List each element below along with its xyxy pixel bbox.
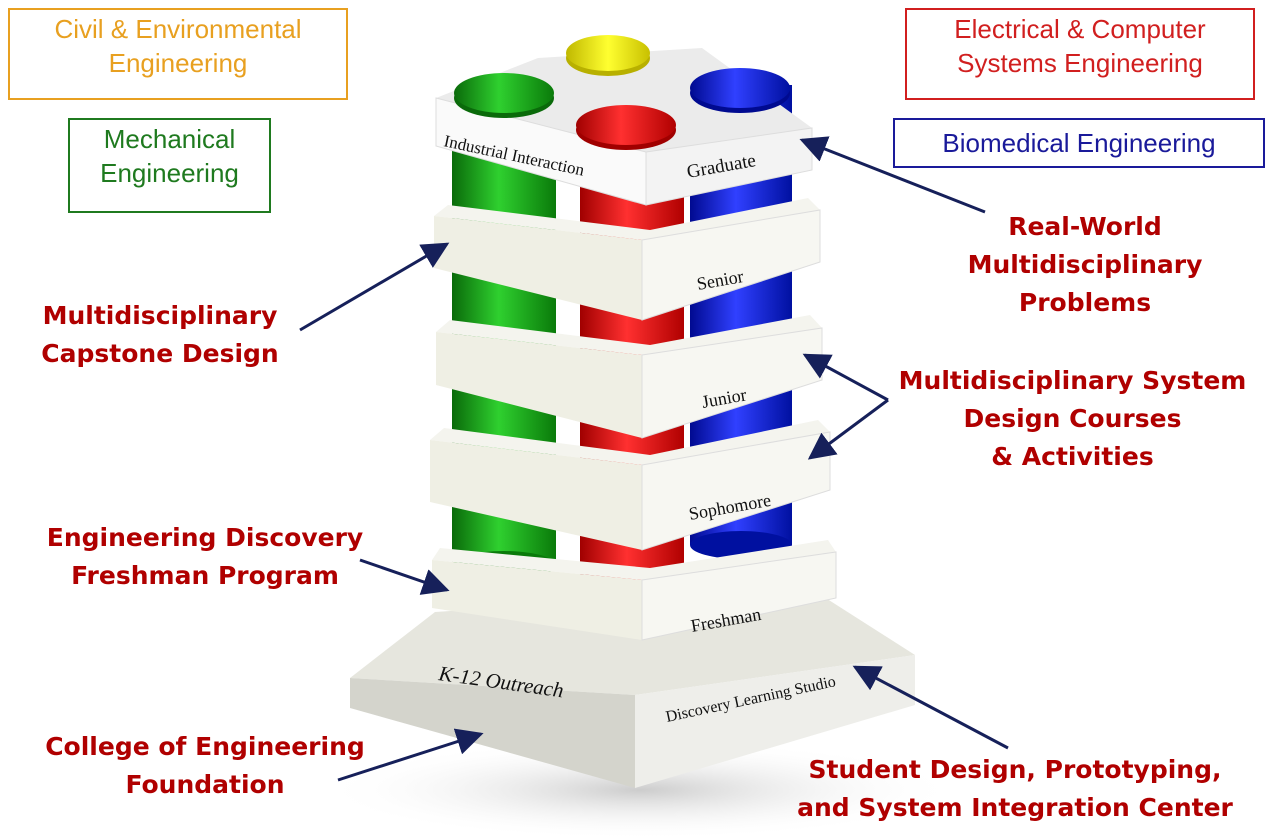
electrical-engineering-box: Electrical & Computer Systems Engineerin… xyxy=(905,8,1255,100)
capstone-line2: Capstone Design xyxy=(41,339,279,368)
civil-engineering-line2: Engineering xyxy=(108,48,248,78)
freshman-slab xyxy=(432,540,837,641)
system-design-line2: Design Courses xyxy=(963,404,1182,433)
foundation-line1: College of Engineering xyxy=(45,732,365,761)
base-shadow xyxy=(320,740,960,838)
junior-slab xyxy=(436,315,823,439)
real-world-callout: Real-World Multidisciplinary Problems xyxy=(960,208,1210,322)
mechanical-engineering-line1: Mechanical xyxy=(103,124,236,154)
senior-slab xyxy=(434,198,821,321)
arrow-foundation xyxy=(337,728,484,782)
sophomore-slab xyxy=(430,420,831,551)
student-center-callout: Student Design, Prototyping, and System … xyxy=(770,751,1260,827)
mechanical-engineering-line2: Engineering xyxy=(100,158,239,188)
arrow-capstone xyxy=(299,242,450,332)
real-world-line3: Problems xyxy=(1018,288,1152,317)
arrow-system-design-junior xyxy=(802,353,889,402)
mechanical-engineering-box: Mechanical Engineering xyxy=(68,118,271,213)
electrical-engineering-line2: Systems Engineering xyxy=(957,48,1203,78)
real-world-line1: Real-World xyxy=(1008,212,1162,241)
capstone-line1: Multidisciplinary xyxy=(42,301,278,330)
system-design-line3: & Activities xyxy=(991,442,1154,471)
pillar-caps xyxy=(454,35,790,150)
arrow-system-design-sophomore xyxy=(807,398,889,460)
foundation-callout: College of Engineering Foundation xyxy=(30,728,380,804)
discovery-callout: Engineering Discovery Freshman Program xyxy=(30,519,380,595)
real-world-line2: Multidisciplinary xyxy=(967,250,1203,279)
electrical-engineering-line1: Electrical & Computer xyxy=(954,14,1206,44)
arrow-real-world xyxy=(799,136,986,214)
student-center-line2: and System Integration Center xyxy=(797,793,1233,822)
biomedical-engineering-box: Biomedical Engineering xyxy=(893,118,1265,168)
student-center-line1: Student Design, Prototyping, xyxy=(808,755,1222,784)
arrow-discovery xyxy=(359,558,450,595)
discovery-line1: Engineering Discovery xyxy=(46,523,364,552)
foundation-line2: Foundation xyxy=(125,770,285,799)
discovery-line2: Freshman Program xyxy=(71,561,339,590)
system-design-line1: Multidisciplinary System xyxy=(898,366,1247,395)
arrows xyxy=(299,136,1009,782)
arrow-student-center xyxy=(852,665,1009,750)
civil-engineering-box: Civil & Environmental Engineering xyxy=(8,8,348,100)
biomedical-engineering-label: Biomedical Engineering xyxy=(942,128,1216,158)
civil-engineering-line1: Civil & Environmental xyxy=(54,14,302,44)
capstone-callout: Multidisciplinary Capstone Design xyxy=(25,297,295,373)
system-design-callout: Multidisciplinary System Design Courses … xyxy=(880,362,1265,476)
